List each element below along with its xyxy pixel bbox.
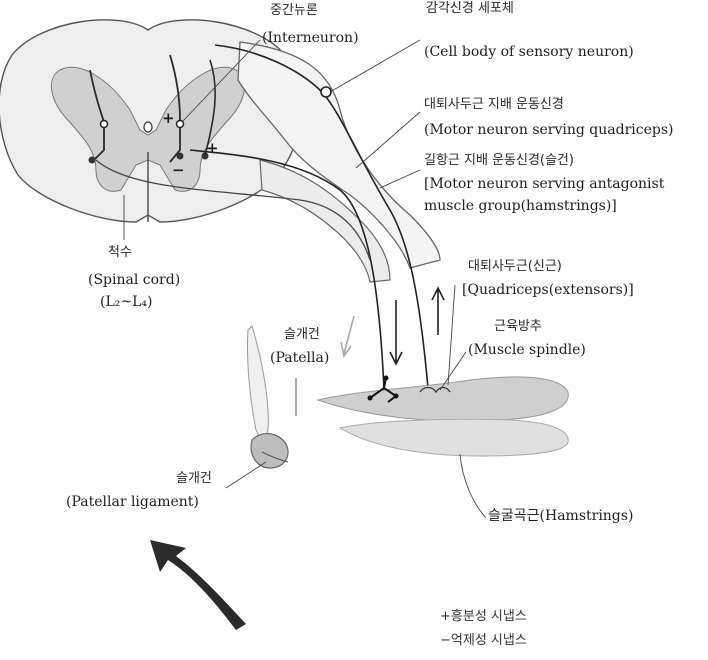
motor-antag-leader — [380, 170, 420, 188]
motor-antag-label-en-1: [Motor neuron serving antagonist — [424, 176, 664, 193]
left-interneuron-body — [101, 121, 108, 128]
central-canal — [144, 122, 152, 132]
legend-excitatory: +흥분성 시냅스 — [440, 608, 527, 625]
left-motor-body — [89, 157, 96, 164]
end-plate-dot-3 — [384, 376, 389, 381]
sensory-label-kr: 감각신경 세포체 — [426, 0, 514, 17]
end-plate-dot-1 — [368, 396, 373, 401]
patlig-label-en: (Patellar ligament) — [66, 494, 199, 511]
motor-antag-label-kr: 길항근 지배 운동신경(슬건) — [424, 152, 574, 169]
interneuron-label-kr: 중간뉴론 — [270, 2, 318, 19]
patlig-leader — [226, 462, 266, 488]
spindle-label-en: (Muscle spindle) — [468, 342, 586, 359]
spindle-label-kr: 근육방추 — [494, 318, 542, 335]
quad-label-en: [Quadriceps(extensors)] — [462, 282, 634, 299]
sensory-cell-body — [321, 87, 331, 97]
sensory-leader — [330, 40, 420, 92]
patella-tendon — [247, 326, 268, 438]
right-motor-body — [177, 153, 184, 160]
spinal-level-label: (L₂~L₄) — [100, 294, 152, 311]
quad-label-kr: 대퇴사두근(신근) — [468, 258, 562, 275]
minus-sign: − — [172, 162, 185, 179]
hamstrings-label: 슬굴곡근(Hamstrings) — [488, 508, 633, 525]
descending-arrow — [390, 300, 402, 364]
motor-quad-label-en: (Motor neuron serving quadriceps) — [424, 122, 674, 139]
plus-sign-left: + — [162, 110, 175, 127]
quadriceps-muscle — [318, 377, 568, 421]
hamstrings-leader — [460, 454, 486, 518]
patlig-label-kr: 슬개건 — [176, 470, 212, 487]
ascending-arrow — [432, 288, 444, 335]
spinal-label-kr: 척수 — [108, 244, 132, 261]
patella-bone — [251, 434, 288, 468]
knee-jerk-arrow — [150, 540, 246, 630]
gray-arrow — [341, 316, 354, 356]
interneuron-label-en: (Interneuron) — [262, 30, 359, 47]
spinal-label-en: (Spinal cord) — [88, 272, 180, 289]
plus-sign-right: + — [206, 140, 219, 157]
motor-quad-label-kr: 대퇴사두근 지배 운동신경 — [424, 96, 564, 113]
patella-label-en: (Patella) — [270, 350, 329, 367]
thigh-muscles — [318, 376, 568, 457]
motor-quad-leader — [356, 112, 420, 168]
end-plate-dot-2 — [394, 394, 399, 399]
patella-label-kr: 슬개건 — [284, 326, 320, 343]
knee — [247, 326, 288, 468]
legend-inhibitory: −억제성 시냅스 — [440, 632, 527, 649]
motor-antag-label-en-2: muscle group(hamstrings)] — [424, 198, 617, 215]
hamstrings-muscle — [340, 419, 568, 456]
sensory-label-en: (Cell body of sensory neuron) — [424, 44, 634, 61]
